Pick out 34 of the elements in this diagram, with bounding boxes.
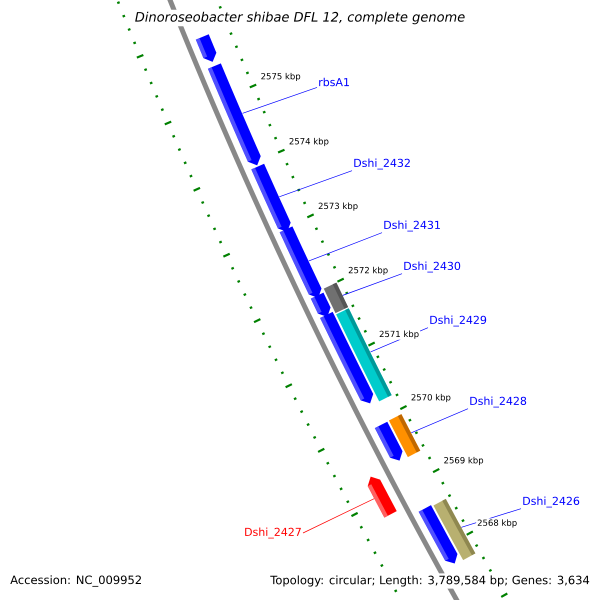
- scale-label: 2569 kbp: [442, 456, 485, 466]
- scale-label: 2568 kbp: [476, 518, 518, 529]
- gene-block: [310, 292, 331, 317]
- leader-line: [308, 232, 382, 262]
- leader-line: [278, 170, 352, 198]
- gene-label: Dshi_2428: [470, 396, 526, 408]
- scale-label: 2570 kbp: [410, 392, 452, 404]
- scale-label: 2571 kbp: [378, 330, 420, 340]
- title: Dinoroseobacter shibae DFL 12, complete genome: [132, 10, 468, 26]
- gene-block: [208, 63, 261, 166]
- leader-line: [342, 273, 402, 296]
- gene-label: Dshi_2432: [354, 158, 410, 170]
- scale-label: 2574 kbp: [288, 136, 330, 148]
- scale-label: 2572 kbp: [347, 266, 390, 276]
- leader-line: [242, 87, 318, 114]
- gene-block: [280, 226, 322, 298]
- gene-block: [196, 34, 216, 62]
- gene-block: [251, 164, 291, 232]
- footer-text: Topology: circular; Length: 3,789,584 bp; Genes: 3,634: [268, 573, 592, 589]
- gene-block: [368, 476, 397, 518]
- gene-label: Dshi_2430: [404, 262, 460, 272]
- scale-label: 2575 kbp: [260, 72, 302, 82]
- gene-block: [320, 312, 374, 404]
- gene-label: Dshi_2426: [523, 496, 580, 508]
- scale-label: 2573 kbp: [317, 202, 360, 212]
- leader-line: [302, 498, 374, 534]
- footer-text: Accession: NC_009952: [8, 573, 144, 589]
- gene-block: [433, 498, 476, 560]
- gene-label: Dshi_2427: [245, 528, 301, 538]
- gene-label: rbsA1: [319, 78, 349, 86]
- gene-label: Dshi_2429: [430, 316, 486, 326]
- gene-label: Dshi_2431: [384, 220, 440, 232]
- leader-line: [410, 408, 468, 434]
- gene-block: [374, 422, 403, 461]
